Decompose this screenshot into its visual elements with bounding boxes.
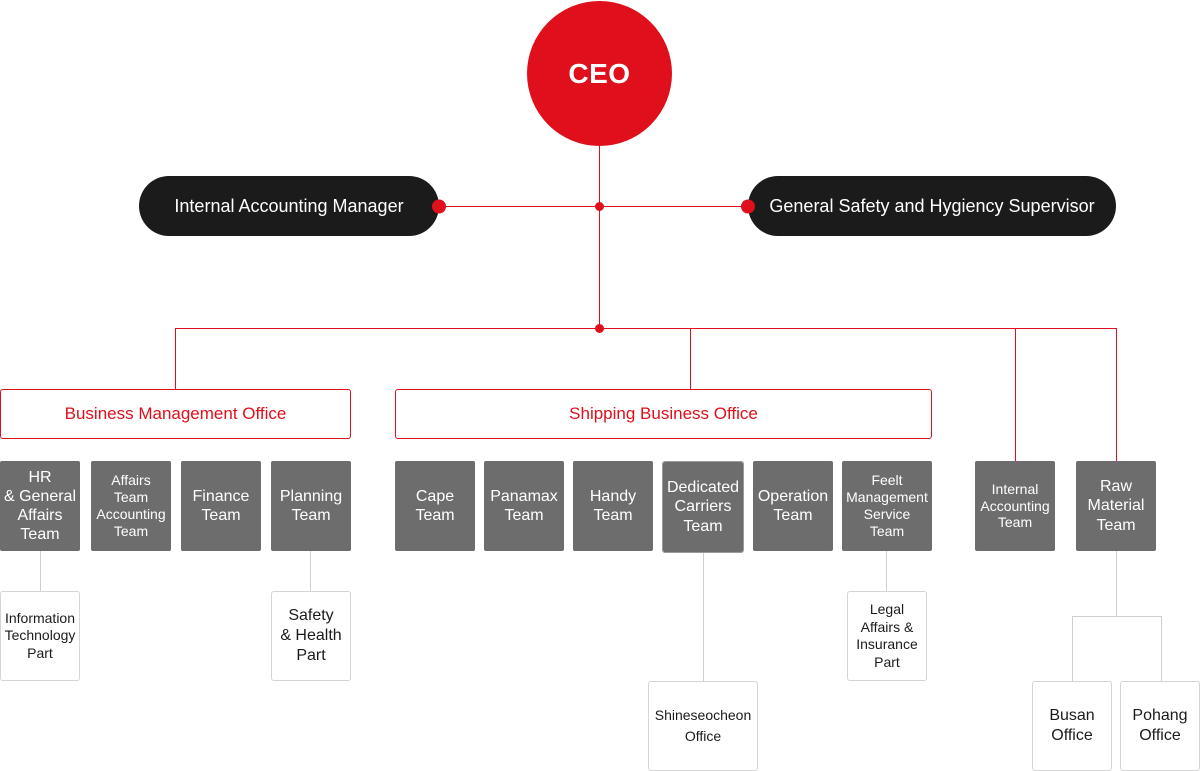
part-safety-health: Safety & Health Part: [271, 591, 351, 681]
team-panamax: Panamax Team: [484, 461, 564, 551]
team-planning: Planning Team: [271, 461, 351, 551]
part-information-technology: Information Technology Part: [0, 591, 80, 681]
team-raw-material: Raw Material Team: [1076, 461, 1156, 551]
team-finance: Finance Team: [181, 461, 261, 551]
team-handy: Handy Team: [573, 461, 653, 551]
part-shineseocheon-office: Shineseocheon Office: [648, 681, 758, 771]
junction-dot: [595, 324, 604, 333]
business-management-office: Business Management Office: [0, 389, 351, 439]
internal-accounting-manager-node: Internal Accounting Manager: [139, 176, 439, 236]
team-fleet-management-service: Feelt Management Service Team: [842, 461, 932, 551]
part-legal-affairs-insurance: Legal Affairs & Insurance Part: [847, 591, 927, 681]
team-dedicated-carriers: Dedicated Carriers Team: [662, 461, 744, 553]
ceo-node: CEO: [527, 1, 672, 146]
part-busan-office: Busan Office: [1032, 681, 1112, 771]
junction-dot: [595, 202, 604, 211]
team-operation: Operation Team: [753, 461, 833, 551]
safety-hygiene-supervisor-node: General Safety and Hygiency Supervisor: [748, 176, 1116, 236]
team-cape: Cape Team: [395, 461, 475, 551]
team-hr-general-affairs: HR & General Affairs Team: [0, 461, 80, 551]
part-pohang-office: Pohang Office: [1120, 681, 1200, 771]
team-affairs-accounting: Affairs Team Accounting Team: [91, 461, 171, 551]
shipping-business-office: Shipping Business Office: [395, 389, 932, 439]
team-internal-accounting: Internal Accounting Team: [975, 461, 1055, 551]
